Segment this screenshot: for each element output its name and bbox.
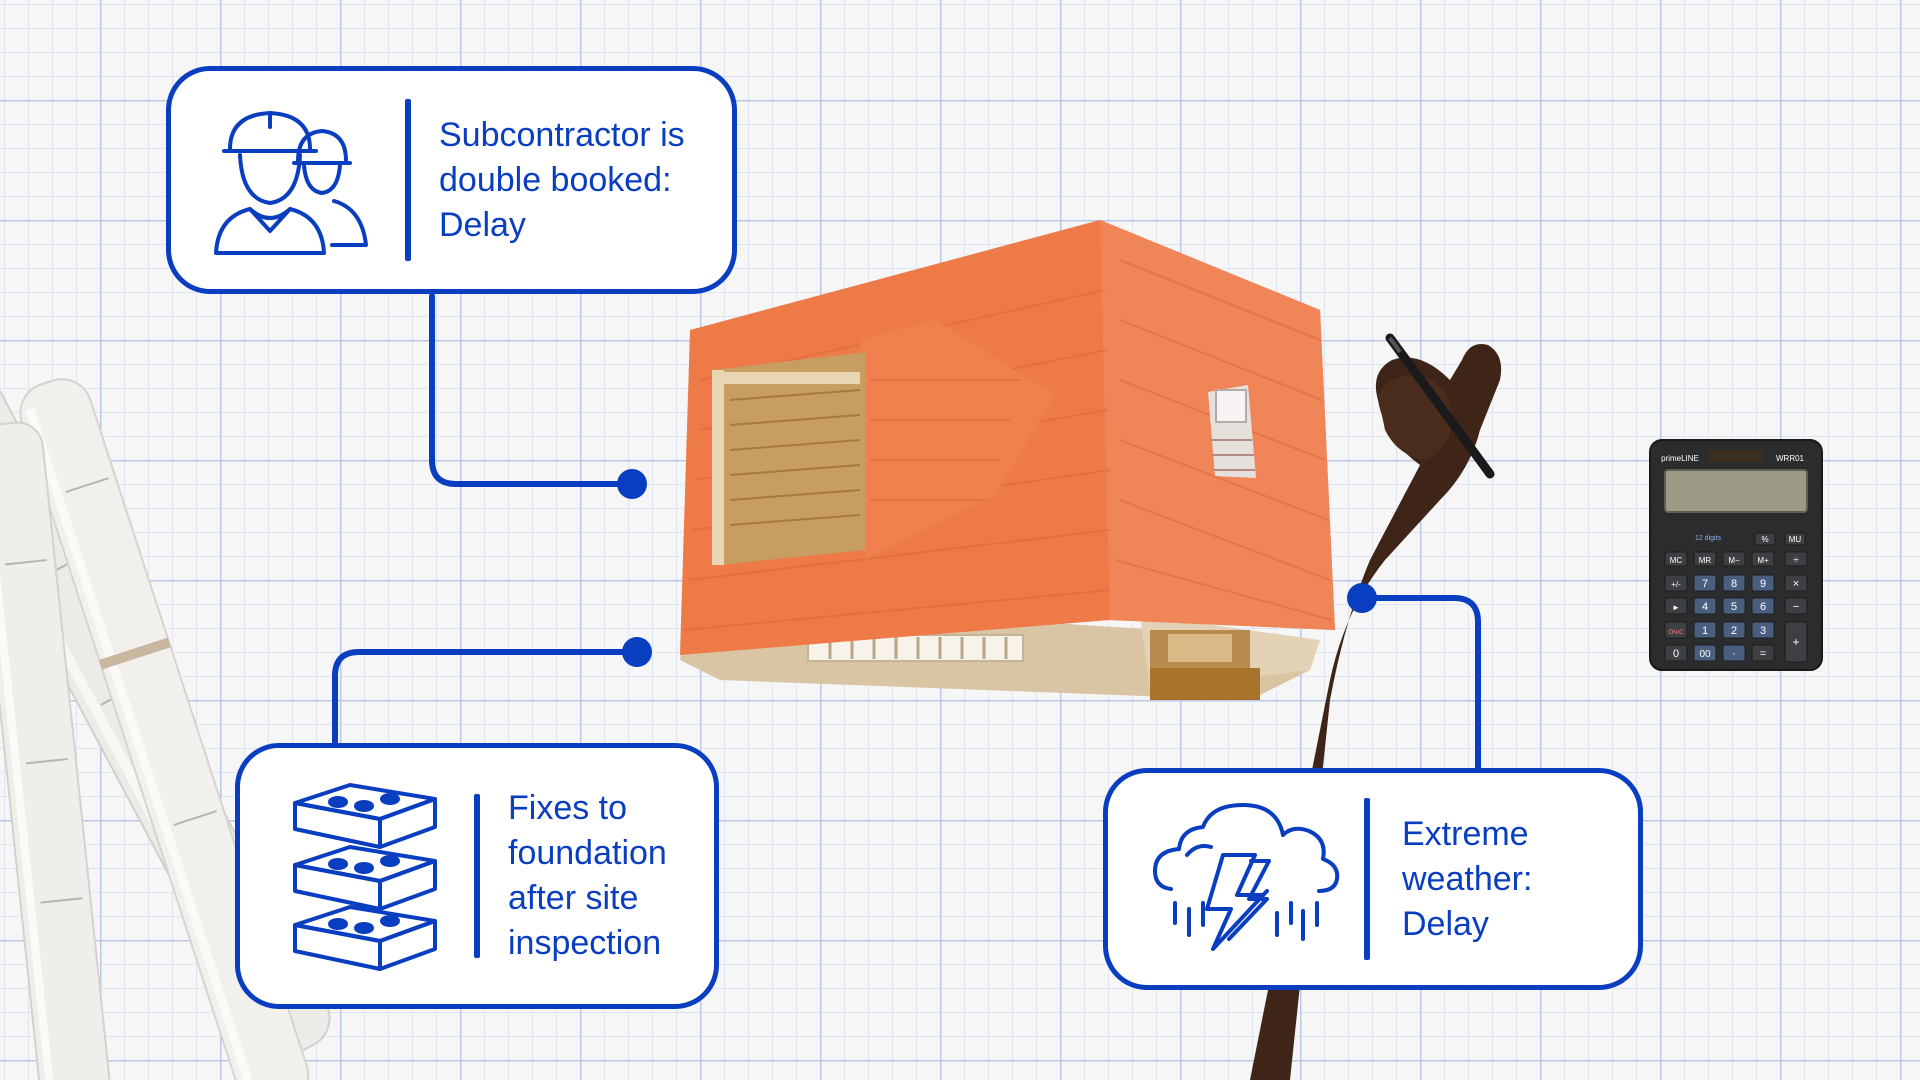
calc-key-mu: MU (1789, 535, 1802, 544)
storm-cloud-icon (1146, 794, 1346, 964)
connector-weather (1359, 595, 1481, 771)
connector-foundation (332, 649, 640, 745)
callout-foundation: Fixes to foundation after site inspectio… (235, 743, 719, 1009)
calc-key-mr: MR (1699, 556, 1712, 565)
callout-subcontractor: Subcontractor is double booked: Delay (166, 66, 737, 294)
calculator-model: WRR01 (1776, 454, 1805, 463)
calc-key-3: 3 (1760, 625, 1766, 637)
hand-with-pen (1250, 333, 1502, 1080)
callout-weather: Extreme weather: Delay (1103, 768, 1643, 990)
model-house (680, 220, 1335, 700)
callout-divider (405, 99, 411, 261)
calc-key-arrow: ► (1672, 603, 1680, 612)
calc-key-4: 4 (1702, 601, 1708, 613)
calc-key-2: 2 (1731, 625, 1737, 637)
calculator: primeLINE WRR01 12 digits % MU MC MR M− … (1649, 439, 1823, 671)
construction-workers-icon (189, 100, 395, 260)
connector-dot-foundation (622, 637, 652, 667)
calc-key-00: 00 (1699, 649, 1711, 660)
calc-key-on: ON/C (1669, 630, 1685, 636)
calc-key-0: 0 (1673, 648, 1679, 660)
calc-key-dot: · (1732, 648, 1736, 660)
calc-key-m-minus: M− (1728, 556, 1740, 565)
blueprint-rolls (0, 316, 331, 1080)
calc-key-sign: +/- (1671, 580, 1681, 589)
calculator-digits: 12 digits (1695, 535, 1722, 542)
calc-key-6: 6 (1760, 601, 1766, 613)
callout-weather-text: Extreme weather: Delay (1402, 814, 1533, 943)
calc-key-multiply: × (1793, 578, 1799, 590)
calc-key-divide: ÷ (1793, 555, 1799, 566)
callout-foundation-text: Fixes to foundation after site inspectio… (508, 789, 667, 962)
calc-key-5: 5 (1731, 601, 1737, 613)
calc-key-minus: − (1793, 601, 1799, 613)
connector-dot-subcontractor (617, 469, 647, 499)
calc-key-plus: + (1792, 635, 1799, 649)
calc-key-9: 9 (1760, 578, 1766, 590)
calculator-brand: primeLINE (1661, 454, 1699, 463)
calc-key-percent: % (1761, 535, 1768, 544)
calc-key-m-plus: M+ (1757, 556, 1769, 565)
connector-dot-weather (1347, 583, 1377, 613)
calc-key-equals: = (1760, 648, 1766, 660)
calc-key-1: 1 (1702, 625, 1708, 637)
calc-key-7: 7 (1702, 578, 1708, 590)
callout-divider (1364, 798, 1370, 960)
bricks-icon (280, 778, 450, 974)
calc-key-8: 8 (1731, 578, 1737, 590)
callout-divider (474, 794, 480, 958)
callout-subcontractor-text: Subcontractor is double booked: Delay (439, 115, 685, 244)
calc-key-mc: MC (1670, 556, 1683, 565)
connector-subcontractor (429, 293, 635, 487)
